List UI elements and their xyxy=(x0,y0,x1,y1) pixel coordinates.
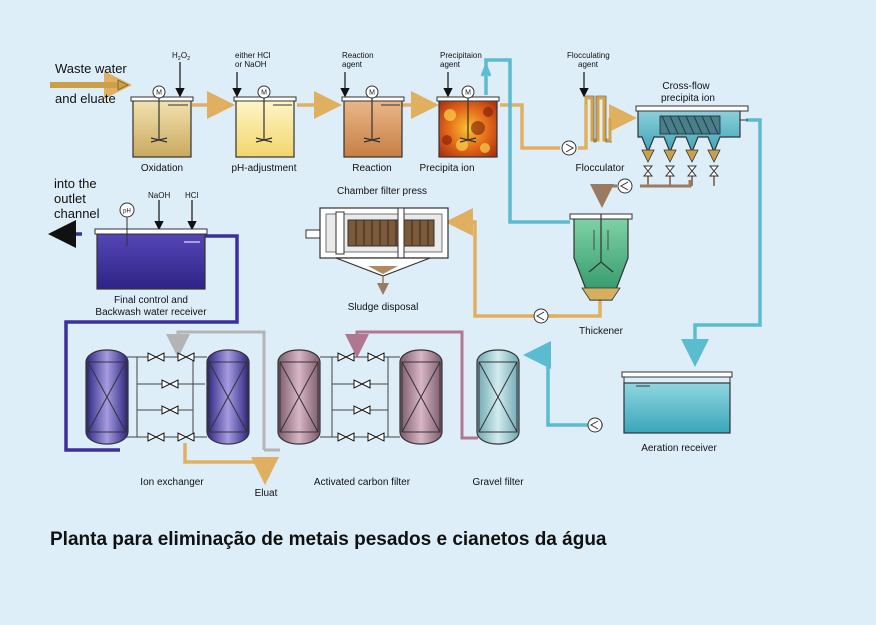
crossflow-label-1: Cross-flow xyxy=(662,81,710,92)
waste-water-label: Waste water xyxy=(55,61,127,76)
gravel-filter-column xyxy=(476,349,520,445)
precipitation-tank xyxy=(436,95,500,158)
naoh-label: NaOH xyxy=(148,191,170,200)
outlet-label-2: outlet xyxy=(54,191,86,206)
and-eluate-label: and eluate xyxy=(55,91,116,106)
floc-agent-label-1: Flocculating xyxy=(567,51,610,60)
motor-label: M xyxy=(156,90,162,97)
crossflow-unit xyxy=(635,105,749,177)
brown-pipe xyxy=(590,180,692,208)
reaction-agent-label-1: Reaction xyxy=(342,51,374,60)
floc-agent-label-2: agent xyxy=(578,60,599,69)
final-control-label-2: Backwash water receiver xyxy=(95,307,207,318)
precip-agent-label-1: Precipitaion xyxy=(440,51,482,60)
carbon-manifold xyxy=(320,356,400,438)
mauve-pipes xyxy=(345,330,478,440)
precipitation-label: Precipita ion xyxy=(419,163,474,174)
motor-label: M xyxy=(261,90,267,97)
crossflow-label-2: precipita ion xyxy=(661,93,715,104)
oxidation-label: Oxidation xyxy=(141,163,183,174)
outlet-label-3: channel xyxy=(54,206,100,221)
flocculator-outline xyxy=(584,95,612,143)
reaction-agent-label-2: agent xyxy=(342,60,363,69)
activated-carbon-columns xyxy=(277,349,443,445)
ion-exchanger-label: Ion exchanger xyxy=(140,477,204,488)
either-hcl-label: either HCl xyxy=(235,51,271,60)
ph-adjustment-label: pH-adjustment xyxy=(231,163,296,174)
precip-agent-label-2: agent xyxy=(440,60,461,69)
eluat-label: Eluat xyxy=(255,488,278,499)
hcl-label: HCl xyxy=(185,191,199,200)
pump-icons xyxy=(533,140,633,433)
aeration-receiver xyxy=(621,371,733,434)
ion-exchanger-columns xyxy=(85,349,250,445)
chamber-filter-label: Chamber filter press xyxy=(337,186,427,197)
flocculator xyxy=(584,96,612,142)
ion-manifold xyxy=(120,356,207,438)
cyan-pipes xyxy=(484,58,762,427)
ph-tank xyxy=(233,95,297,158)
motor-label: M xyxy=(465,90,471,97)
thickener-label: Thickener xyxy=(579,326,624,337)
aeration-receiver-label: Aeration receiver xyxy=(641,443,717,454)
caption: Planta para eliminação de metais pesados… xyxy=(50,529,607,550)
gravel-filter-label: Gravel filter xyxy=(472,477,524,488)
reaction-label: Reaction xyxy=(352,163,391,174)
gray-pipes xyxy=(166,330,280,452)
motor-icons xyxy=(152,85,475,99)
sludge-disposal-label: Sludge disposal xyxy=(348,302,419,313)
motor-label: M xyxy=(369,90,375,97)
outlet-label-1: into the xyxy=(54,176,97,191)
valves xyxy=(147,352,385,442)
purple-pipes xyxy=(48,220,239,452)
final-control-tank xyxy=(94,202,208,290)
thickener xyxy=(569,213,633,301)
oxidation-tank xyxy=(130,95,194,158)
ph-probe-label: pH xyxy=(123,209,131,215)
chamber-filter-press xyxy=(305,207,449,295)
flocculator-label: Flocculator xyxy=(576,163,626,174)
or-naoh-label: or NaOH xyxy=(235,60,267,69)
final-control-label-1: Final control and xyxy=(114,295,188,306)
reaction-tank xyxy=(341,95,405,158)
activated-carbon-label: Activated carbon filter xyxy=(314,477,411,488)
h2o2-label: H2O2 xyxy=(172,51,190,62)
reagent-arrows xyxy=(154,62,589,231)
